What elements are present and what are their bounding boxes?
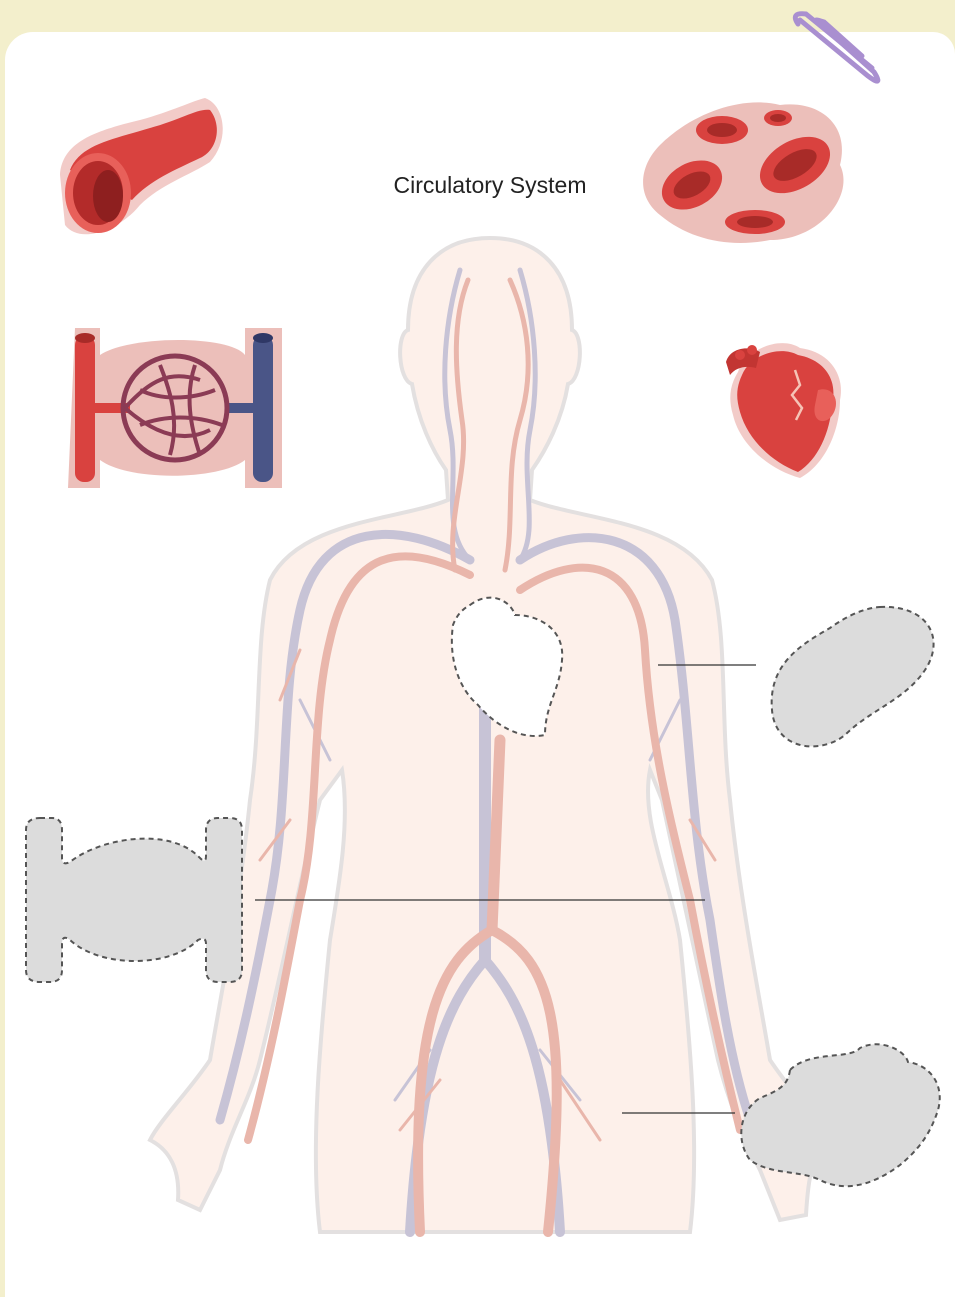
red-blood-cells-icon[interactable] <box>643 102 843 243</box>
capillary-bed-icon[interactable] <box>68 328 282 488</box>
blood-vessel-icon[interactable] <box>60 98 223 234</box>
heart-icon[interactable] <box>726 343 841 478</box>
